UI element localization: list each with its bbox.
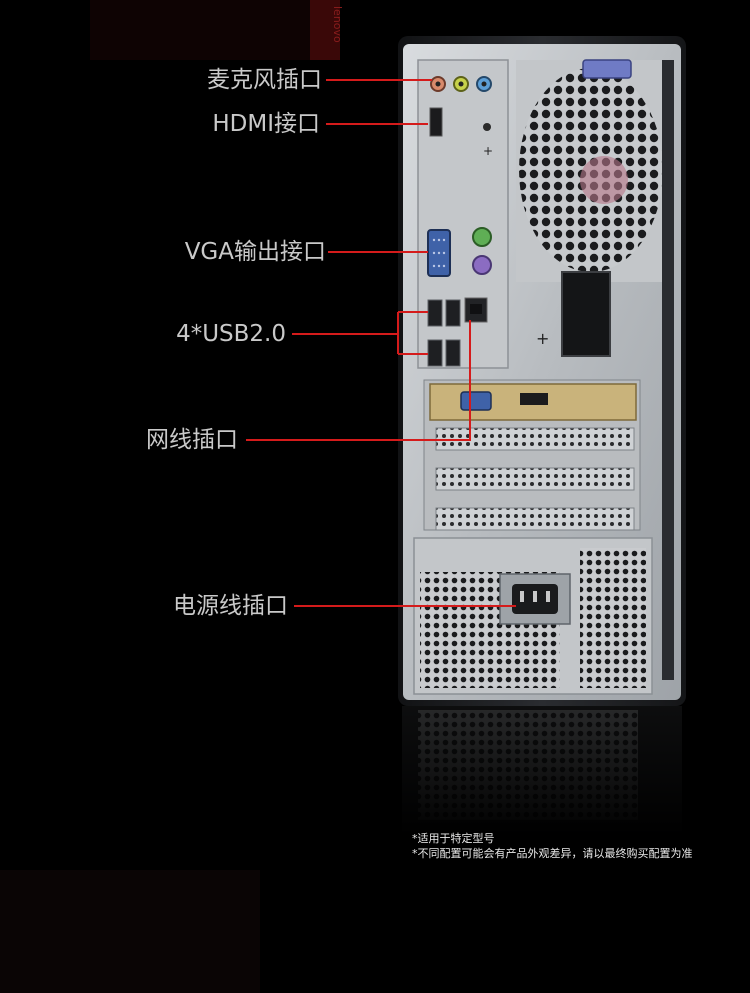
callout-lines bbox=[246, 79, 516, 607]
hdmi-port bbox=[429, 107, 443, 137]
footnote-line-2: *不同配置可能会有产品外观差异，请以最终购买配置为准 bbox=[412, 847, 693, 860]
svg-text:+: + bbox=[483, 144, 493, 158]
usb-callout-line bbox=[292, 311, 428, 355]
power-callout-label: 电源线插口 bbox=[173, 593, 288, 619]
usb-callout-label: 4*USB2.0 bbox=[176, 321, 286, 347]
usb-ports bbox=[427, 299, 461, 367]
vga-callout-label: VGA输出接口 bbox=[184, 239, 326, 265]
case-brand-text: lenovo bbox=[331, 6, 344, 43]
case-reflection bbox=[402, 706, 682, 836]
background-case bbox=[90, 0, 340, 60]
mic-callout-label: 麦克风插口 bbox=[207, 67, 322, 93]
footnote-line-1: *适用于特定型号 bbox=[412, 832, 495, 845]
lan-callout-label: 网线插口 bbox=[146, 427, 238, 453]
pc-case-rear: + bbox=[398, 36, 686, 706]
hdmi-callout-label: HDMI接口 bbox=[212, 111, 320, 137]
lan-callout-line bbox=[246, 320, 471, 441]
svg-text:+: + bbox=[536, 329, 549, 348]
